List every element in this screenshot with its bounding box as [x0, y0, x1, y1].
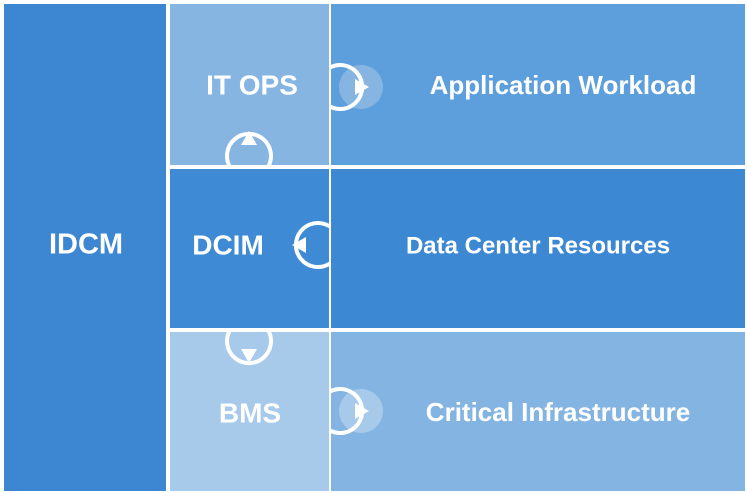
down-arrow-icon	[241, 349, 257, 363]
critical-infrastructure-label: Critical Infrastructure	[426, 397, 690, 427]
bms-label: BMS	[219, 397, 281, 428]
itops-right-block	[331, 4, 745, 165]
idcm-label: IDCM	[49, 229, 123, 261]
dcim-bms-tab-outline	[225, 328, 273, 366]
dcim-label: DCIM	[192, 229, 264, 260]
right-arrow-icon	[355, 79, 369, 95]
arrows	[241, 79, 369, 419]
right-arrow-icon	[355, 403, 369, 419]
left-arrow-icon	[292, 237, 306, 253]
data-center-resources-label: Data Center Resources	[406, 232, 670, 259]
dcim-right-block	[331, 169, 745, 328]
up-arrow-icon	[241, 131, 257, 145]
itops-label: IT OPS	[206, 69, 298, 100]
bms-right-block	[331, 332, 745, 491]
application-workload-label: Application Workload	[430, 70, 697, 100]
idcm-block	[4, 4, 166, 491]
